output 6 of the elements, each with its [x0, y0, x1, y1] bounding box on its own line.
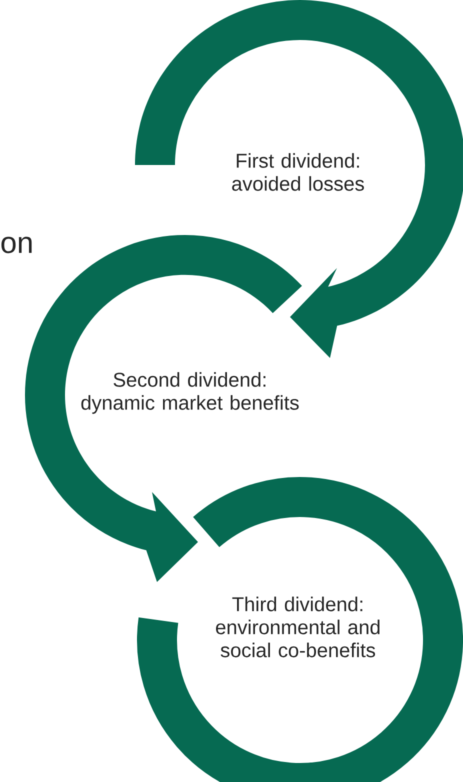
caption-text: on — [1, 236, 32, 254]
dividend-text: First dividend: avoided losses — [232, 153, 364, 191]
dividend-text: Third dividend: environmental and social co-benefits — [216, 596, 380, 658]
curved-arrow — [135, 0, 463, 358]
curved-arrow — [25, 235, 302, 582]
dividend-text: Second dividend: dynamic market benefits — [81, 372, 299, 414]
